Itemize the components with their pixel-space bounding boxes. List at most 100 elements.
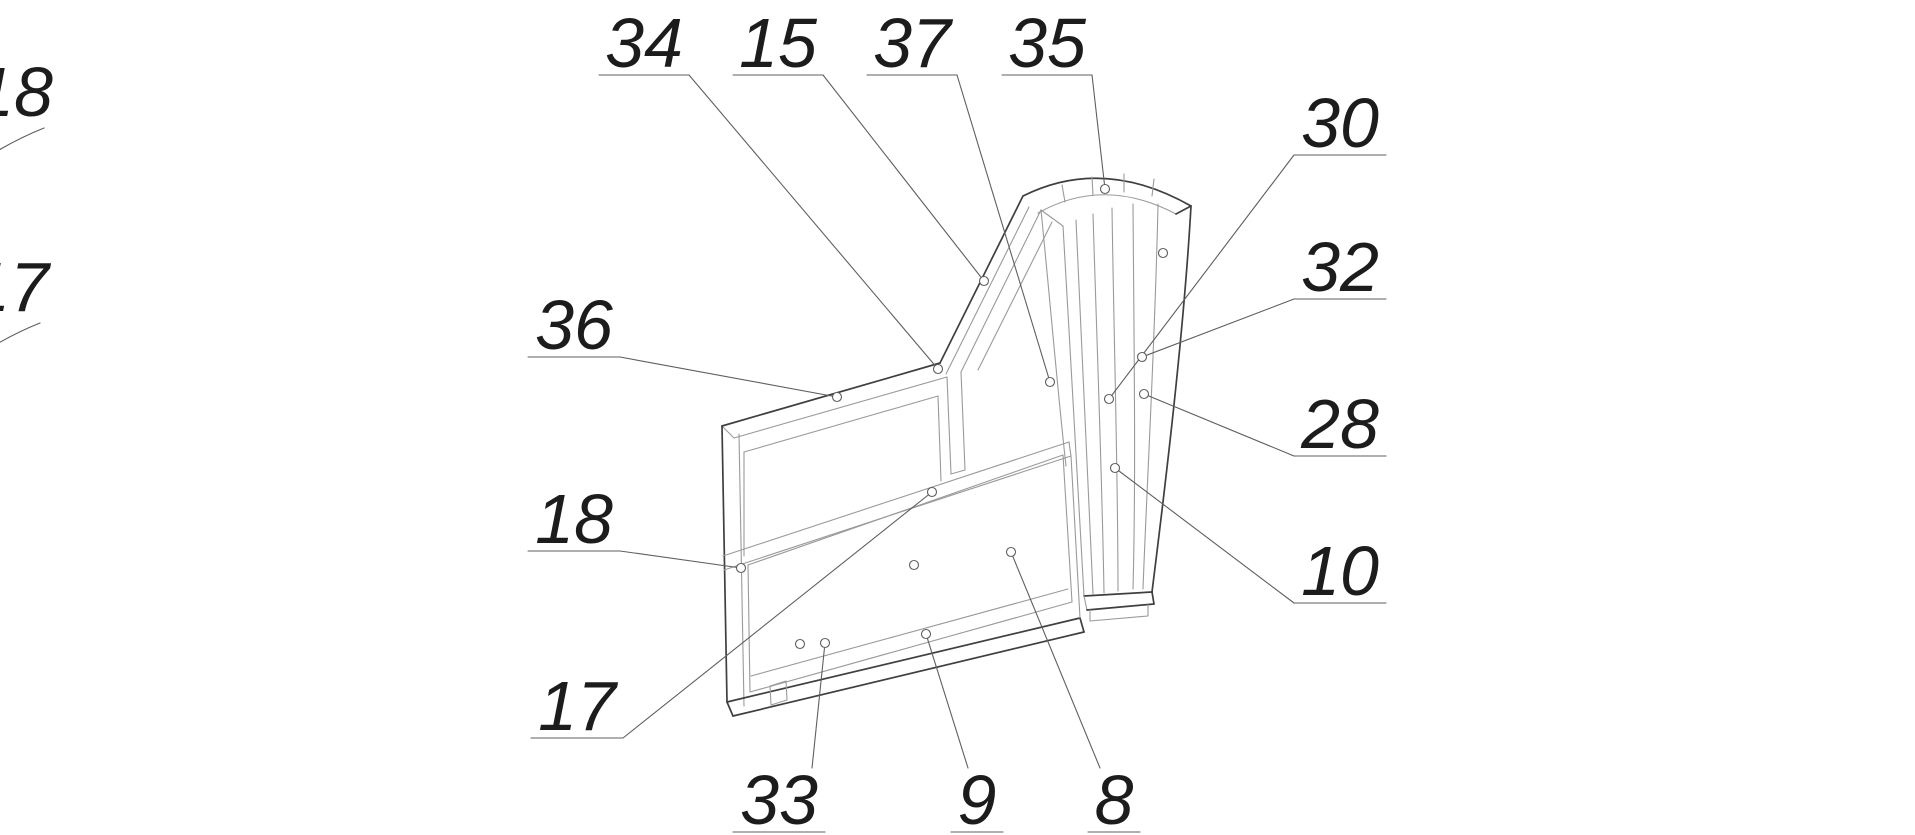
- leader-line: [1010, 551, 1101, 769]
- panel-mid-rail-top: [722, 441, 1070, 557]
- leader-line: [1141, 298, 1295, 358]
- leader-target-dot: [932, 363, 944, 375]
- callout-10: 10: [1109, 462, 1387, 610]
- panel-left-outer-edge: [721, 425, 728, 703]
- leader-line: [1091, 74, 1106, 190]
- detail-dot: [1157, 247, 1169, 259]
- callout-layer: 34 15 37 35 30 32 28 10 36 18 17 33 9 8 18 17: [0, 4, 1387, 835]
- callout-9: 9: [920, 628, 1004, 835]
- leader-stub: [0, 322, 41, 343]
- inner-panel-top-edge: [747, 454, 1064, 566]
- ref-label-15: 15: [739, 4, 818, 82]
- panel-top-outer-edge: [721, 362, 941, 427]
- ref-label-36: 36: [535, 286, 613, 364]
- callout-28: 28: [1138, 385, 1387, 463]
- column-base-left-cap: [1083, 595, 1088, 611]
- arch-lamination-ticks: [1061, 173, 1155, 203]
- leader-stub: [0, 127, 45, 151]
- lower-panel: [721, 362, 1085, 717]
- panel-bottom-left-cap: [726, 701, 734, 717]
- panel-slot-right-edge: [960, 371, 966, 471]
- inner-panel-right-edge: [1062, 454, 1073, 603]
- ref-label-10: 10: [1301, 532, 1379, 610]
- leader-target-dot: [831, 391, 843, 403]
- callout-35: 35: [1001, 4, 1111, 195]
- column-slot-lower-edge: [1040, 209, 1067, 467]
- detail-dot: [908, 559, 920, 571]
- leader-target-dot: [1044, 376, 1056, 388]
- arm-inner-edge: [960, 209, 1042, 373]
- callout-36: 36: [527, 286, 843, 403]
- panel-top-left-cap: [721, 425, 735, 439]
- opening-back-right-edge: [937, 395, 942, 482]
- inner-panel-left-edge: [747, 564, 751, 693]
- leader-line: [688, 74, 939, 370]
- arch-right-cap: [1175, 205, 1192, 215]
- panel-bottom-right-cap: [1079, 617, 1085, 633]
- right-column: [1040, 203, 1192, 622]
- panel-slot-left-edge: [946, 376, 952, 475]
- leader-target-dot: [1109, 462, 1121, 474]
- leader-line: [822, 74, 985, 282]
- ref-label-30: 30: [1301, 84, 1379, 162]
- leader-line: [1108, 154, 1295, 400]
- edge-callout-18: 18: [0, 53, 53, 151]
- callout-18: 18: [527, 480, 747, 574]
- panel-right-edge: [1070, 455, 1081, 619]
- leader-line: [925, 633, 969, 769]
- callout-33: 33: [732, 637, 831, 835]
- top-arch: [1022, 173, 1192, 215]
- column-inner-left-edge: [1062, 225, 1085, 597]
- callout-34: 34: [598, 4, 944, 375]
- callout-8: 8: [1005, 546, 1141, 835]
- leader-line: [619, 356, 838, 398]
- ref-label-35: 35: [1008, 4, 1087, 82]
- ref-label-37: 37: [873, 4, 954, 82]
- callout-30: 30: [1103, 84, 1387, 405]
- arch-outer-curve: [1022, 177, 1192, 207]
- machine-drawing: [721, 173, 1192, 717]
- opening-back-top-edge: [743, 395, 939, 453]
- ref-label-8: 8: [1095, 761, 1134, 835]
- leader-line: [619, 550, 742, 569]
- leader-target-dot: [920, 628, 932, 640]
- leader-line: [622, 491, 933, 739]
- panel-bottom-outer-edge: [726, 617, 1081, 703]
- column-outer-right-edge: [1151, 205, 1192, 593]
- ref-label-17: 17: [538, 667, 619, 745]
- leader-target-dot: [1103, 393, 1115, 405]
- panel-mid-rail-cap: [1068, 441, 1072, 457]
- inclined-arm: [939, 195, 1053, 375]
- corner-block-detail: [769, 680, 788, 706]
- ref-label-18: 18: [535, 480, 613, 558]
- leader-target-dot: [926, 486, 938, 498]
- leader-line: [811, 642, 826, 769]
- column-base-bottom-edge: [1086, 603, 1155, 611]
- ref-label-9: 9: [958, 761, 997, 835]
- edge-ref-label-17: 17: [0, 248, 52, 326]
- edge-ref-label-18: 18: [0, 53, 53, 131]
- leader-target-dot: [1005, 546, 1017, 558]
- ref-label-33: 33: [740, 761, 818, 835]
- ref-label-34: 34: [605, 4, 683, 82]
- inner-panel-bottom-edge: [749, 601, 1073, 693]
- inner-bottom-strip: [750, 588, 1069, 677]
- callout-15: 15: [732, 4, 990, 287]
- panel-bottom-face-edge: [732, 631, 1085, 717]
- leader-target-dot: [1099, 183, 1111, 195]
- ref-label-28: 28: [1300, 385, 1379, 463]
- leader-line: [1114, 467, 1295, 604]
- column-slot-top-cap: [1040, 209, 1064, 227]
- leader-line: [956, 74, 1051, 383]
- arch-inner-curve: [1037, 194, 1177, 215]
- column-base-top-edge: [1083, 591, 1153, 597]
- callout-32: 32: [1136, 228, 1387, 363]
- column-foot-lines: [1089, 604, 1149, 622]
- leader-line: [1143, 393, 1295, 457]
- column-base-right-cap: [1151, 591, 1155, 605]
- edge-callout-17: 17: [0, 248, 52, 343]
- callout-17: 17: [530, 486, 938, 745]
- leader-target-dot: [735, 562, 747, 574]
- leader-target-dot: [1136, 351, 1148, 363]
